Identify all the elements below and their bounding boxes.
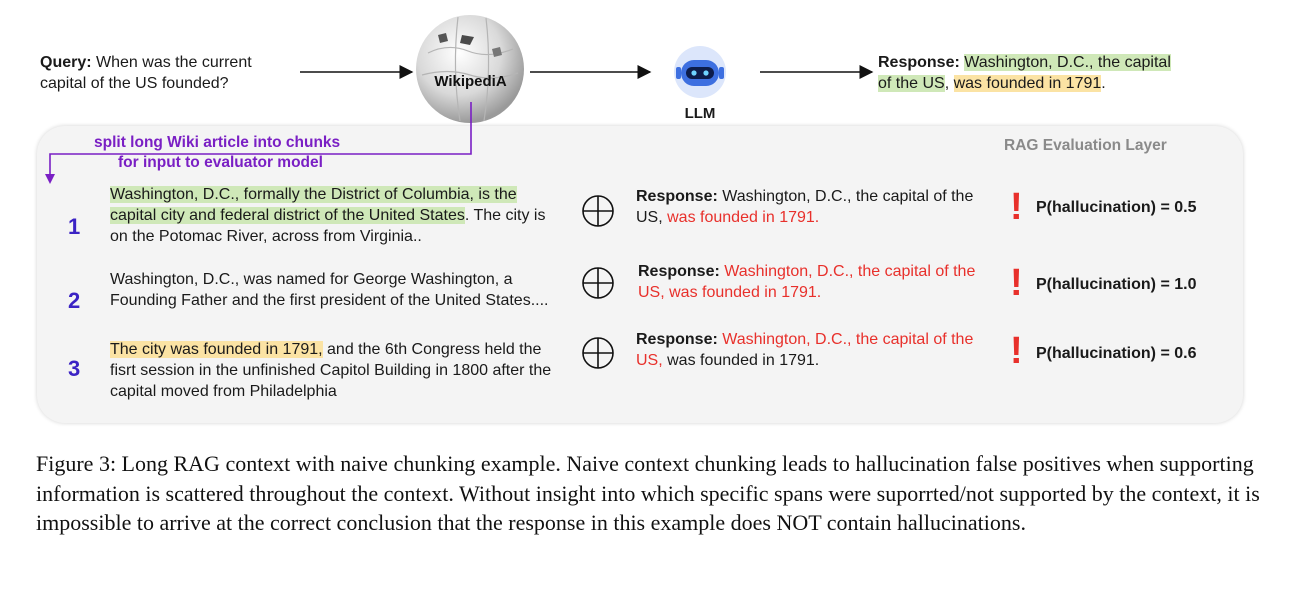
split-caption-line2: for input to evaluator model [118,154,323,171]
row-3-probability: P(hallucination) = 0.6 [1036,345,1197,362]
figure-caption: Figure 3: Long RAG context with naive ch… [36,451,1260,535]
response-period: . [1101,75,1106,92]
warning-icon: ! [1010,330,1023,372]
wikipedia-logo: WikipediA [408,13,533,125]
row-number-3: 3 [68,356,81,381]
chunk-1-rest: . The city is on the Potomac River, acro… [110,207,546,245]
row-2-response-unsupported: Washington, D.C., the capital of the US,… [638,263,976,301]
chunk-2: Washington, D.C., was named for George W… [110,269,570,311]
query-line2: capital of the US founded? [40,75,229,92]
chunk-3-supported-span: The city was founded in 1791, [110,341,323,358]
row-1-probability: P(hallucination) = 0.5 [1036,199,1197,216]
warning-icon: ! [1010,186,1023,228]
split-arrow [45,102,472,184]
row-1-response-unsupported: was founded in 1791. [667,209,820,226]
top-response: Response: Washington, D.C., the capital o… [878,52,1218,94]
top-arrows [300,65,874,79]
row-3-response-label: Response: [636,331,718,348]
row-3-response-unsupported: Washington, D.C., the capital of the US, [636,331,974,369]
row-1-response-label: Response: [636,188,718,205]
row-2-probability: P(hallucination) = 1.0 [1036,276,1197,293]
query-label: Query: [40,54,92,71]
chunk-2-text: Washington, D.C., was named for George W… [110,271,549,309]
rag-evaluation-panel [37,126,1243,423]
row-number-2: 2 [68,288,81,313]
plus-circle-icon [581,266,615,305]
llm-label: LLM [684,105,716,122]
row-1-response-supported: Washington, D.C., the capital of the US, [636,188,974,226]
chunk-1: Washington, D.C., formally the District … [110,184,550,247]
response-supported-span-b: of the US [878,75,945,92]
response-comma: , [944,75,954,92]
llm-block: LLM [660,42,740,124]
row-2-response-label: Response: [638,263,720,280]
rag-layer-title: RAG Evaluation Layer [1004,137,1167,154]
wikipedia-label: WikipediA [434,73,507,90]
response-supported-span-a: Washington, D.C., the capital [964,54,1171,71]
row-2-response: Response: Washington, D.C., the capital … [638,261,978,303]
response-label: Response: [878,54,960,71]
row-3-response: Response: Washington, D.C., the capital … [636,329,976,371]
query-text: Query: When was the current capital of t… [40,52,300,94]
chunk-1-supported-span: Washington, D.C., formally the District … [110,186,517,224]
row-1-response: Response: Washington, D.C., the capital … [636,186,976,228]
query-line1: When was the current [96,54,252,71]
row-number-1: 1 [68,214,81,239]
plus-circle-icon [581,194,615,233]
response-supported-span-c: was founded in 1791 [953,75,1102,92]
split-caption-line1: split long Wiki article into chunks [94,134,341,151]
chunk-3-rest: and the 6th Congress held the fisrt sess… [110,341,552,400]
chunk-3: The city was founded in 1791, and the 6t… [110,339,570,402]
row-3-response-supported: was founded in 1791. [667,352,820,369]
plus-circle-icon [581,336,615,375]
warning-icon: ! [1010,262,1023,304]
robot-icon [674,46,726,98]
